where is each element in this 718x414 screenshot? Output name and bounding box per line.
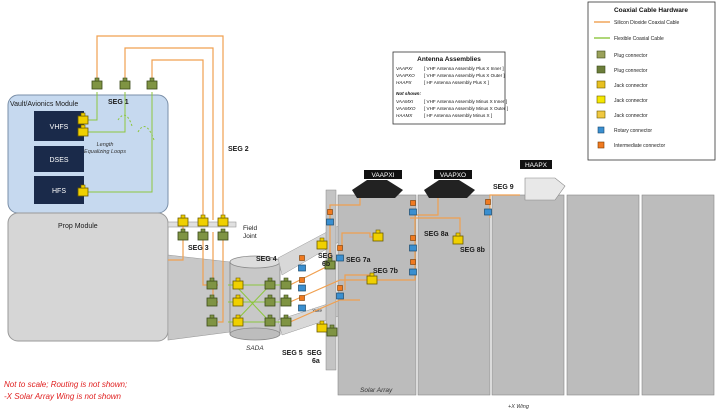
solar-panel-4 xyxy=(566,194,640,396)
legend-plug-icon-2 xyxy=(596,65,606,74)
hfs-box xyxy=(34,176,84,204)
antenna-vaapxo-label: VAAPXO xyxy=(440,172,466,179)
hfs-label: HFS xyxy=(52,188,66,195)
legend-rotary-icon xyxy=(597,126,605,134)
antenna-vaapxi: VAAPXI xyxy=(352,170,403,198)
seg1-label: SEG 1 xyxy=(108,99,129,106)
assembly-row-1-desc: [ VHF Antenna Assembly Plus X Inner ] xyxy=(424,66,504,71)
legend-jack-icon-2 xyxy=(596,95,606,104)
not-shown-row-1-code: VAAMXI xyxy=(396,99,414,104)
seg3-label: SEG 3 xyxy=(188,245,209,252)
antenna-assemblies-box: Antenna Assemblies VAAPXI [ VHF Antenna … xyxy=(392,51,508,125)
note-line-1: Not to scale; Routing is not shown; xyxy=(4,380,127,389)
antenna-haapx: HAAPX xyxy=(520,160,566,201)
not-shown-row-2-code: VAAMXO xyxy=(396,106,416,111)
assembly-row-3-code: HAAPX xyxy=(396,80,413,85)
legend-plug-icon-1 xyxy=(596,50,606,59)
seg4-label: SEG 4 xyxy=(256,256,277,263)
seg6a-label-2: 6a xyxy=(312,358,320,365)
dses-label: DSES xyxy=(49,157,68,164)
not-shown-row-1-desc: [ VHF Antenna Assembly Minus X Inner ] xyxy=(424,99,507,104)
seg6a-label-1: SEG xyxy=(307,350,322,357)
legend: Coaxial Cable Hardware Silicon Dioxide C… xyxy=(587,1,716,161)
assembly-row-1-code: VAAPXI xyxy=(396,66,413,71)
legend-title: Coaxial Cable Hardware xyxy=(614,7,688,14)
not-shown-title: Not shown: xyxy=(396,91,421,96)
assembly-row-3-desc: [ HF Antenna Assembly Plus X ] xyxy=(424,80,489,85)
solar-panel-1 xyxy=(337,194,417,396)
sada-label: SADA xyxy=(246,345,264,352)
seg2-label: SEG 2 xyxy=(228,146,249,153)
sada-bottom xyxy=(229,327,281,341)
vhfs-box xyxy=(34,111,84,141)
dses-box xyxy=(34,146,84,172)
wing-label: +X Wing xyxy=(508,404,530,410)
legend-item-3: Plug connector xyxy=(614,53,648,59)
legend-item-6: Jack connector xyxy=(614,98,648,104)
seg5-label: SEG 5 xyxy=(282,350,303,357)
seg8a-label: SEG 8a xyxy=(424,231,449,238)
vhfs-label: VHFS xyxy=(50,124,69,131)
legend-jack-icon-3 xyxy=(596,110,606,119)
vault-title: Vault/Avionics Module xyxy=(10,101,78,108)
seg6b-label-1: SEG xyxy=(318,253,333,260)
note-line-2: -X Solar Array Wing is not shown xyxy=(4,392,122,401)
segment-labels: SEG 1 SEG 2 SEG 3 SEG 4 SEG 5 SEG 6a SEG… xyxy=(108,99,514,365)
prop-module xyxy=(7,212,169,342)
solar-panel-2 xyxy=(417,194,491,396)
assembly-row-2-code: VAAPXO xyxy=(396,73,415,78)
solar-panel-3 xyxy=(491,194,565,396)
legend-item-9: Intermediate connector xyxy=(614,143,665,149)
seg7b-label: SEG 7b xyxy=(373,268,398,275)
assemblies-title: Antenna Assemblies xyxy=(417,56,481,63)
loops-label-2: Equalizing Loops xyxy=(84,149,126,155)
antenna-vaapxi-label: VAAPXI xyxy=(371,172,394,179)
solar-array-label: Solar Array xyxy=(360,387,393,394)
legend-item-7: Jack connector xyxy=(614,113,648,119)
solar-panel-5 xyxy=(641,194,715,396)
seg7a-label: SEG 7a xyxy=(346,257,371,264)
legend-item-1: Silicon Dioxide Coaxial Cable xyxy=(614,20,680,26)
not-shown-row-3-desc: [ HF Antenna Assembly Minus X ] xyxy=(424,113,492,118)
sada-cone xyxy=(167,254,231,341)
loops-label-1: Length xyxy=(97,142,114,148)
legend-item-8: Rotary connector xyxy=(614,128,652,134)
antenna-haapx-label: HAAPX xyxy=(525,162,548,169)
field-joint-label-1: Field xyxy=(243,225,257,232)
array-root-strut xyxy=(325,189,337,371)
assembly-row-2-desc: [ VHF Antenna Assembly Plus X Outer ] xyxy=(424,73,505,78)
seg9-label: SEG 9 xyxy=(493,184,514,191)
field-joint-label-2: Joint xyxy=(243,233,257,240)
not-shown-row-3-code: HAAMX xyxy=(396,113,413,118)
legend-item-5: Jack connector xyxy=(614,83,648,89)
legend-jack-icon-1 xyxy=(596,80,606,89)
not-shown-row-2-desc: [ VHF Antenna Assembly Minus X Outer ] xyxy=(424,106,508,111)
antenna-vaapxo: VAAPXO xyxy=(424,170,475,198)
legend-intermediate-icon xyxy=(597,141,605,149)
legend-item-4: Plug connector xyxy=(614,68,648,74)
legend-item-2: Flexible Coaxial Cable xyxy=(614,36,664,42)
seg6b-label-2: 6b xyxy=(322,261,330,268)
seg8b-label: SEG 8b xyxy=(460,247,485,254)
prop-title: Prop Module xyxy=(58,223,98,230)
